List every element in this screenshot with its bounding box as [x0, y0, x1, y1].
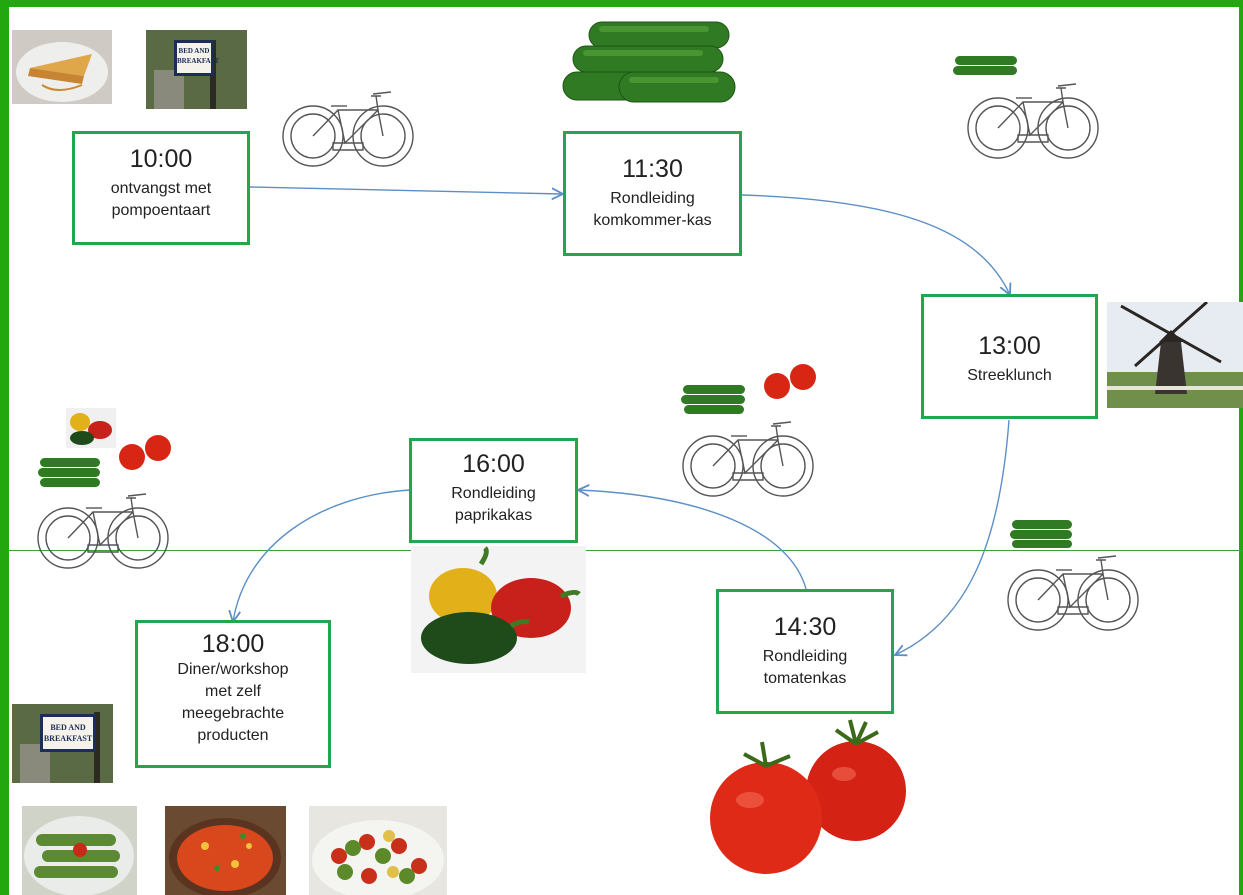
sign-text: BED AND — [50, 723, 86, 732]
box-desc-line: pompoentaart — [111, 202, 211, 219]
schedule-box-1300: 13:00 Streeklunch — [921, 294, 1098, 419]
schedule-box-1430: 14:30 Rondleiding tomatenkas — [716, 589, 894, 714]
sign-text: BED AND — [178, 47, 210, 55]
left-border — [0, 0, 9, 895]
pie-photo — [12, 30, 112, 104]
arrow-1600-to-1800 — [233, 489, 412, 622]
bicycle-icon — [682, 421, 814, 497]
top-border — [0, 0, 1243, 7]
box-desc-line: met zelf — [204, 683, 261, 700]
dish-photo-cucumber — [22, 806, 137, 895]
arrow-1130-to-1300 — [741, 194, 1010, 295]
box-time: 18:00 — [201, 630, 265, 658]
cucumbers-photo — [559, 16, 737, 112]
bicycle-icon — [967, 83, 1099, 159]
arrow-1430-to-1600 — [578, 490, 807, 590]
bicycle-icon — [1007, 555, 1139, 631]
right-border — [1239, 0, 1243, 895]
box-desc-line: Rondleiding — [451, 485, 536, 502]
tomato-icon — [119, 364, 816, 470]
bed-and-breakfast-photo: BED AND BREAKFAST — [12, 704, 113, 783]
box-time: 16:00 — [462, 450, 525, 478]
tomatoes-photo — [706, 716, 912, 876]
schedule-box-1130: 11:30 Rondleiding komkommer-kas — [563, 131, 742, 256]
cucumber-icon — [38, 56, 1072, 548]
sign-text: BREAKFAST — [43, 734, 93, 743]
schedule-box-1000: 10:00 ontvangst met pompoentaart — [72, 131, 250, 245]
pepper-icon — [421, 546, 581, 664]
box-time: 10:00 — [129, 145, 193, 173]
arrow-1000-to-1130 — [249, 186, 563, 194]
cucumber-icon — [562, 21, 736, 103]
bicycle-icon — [282, 91, 414, 167]
schedule-box-1800: 18:00 Diner/workshop met zelf meegebrach… — [135, 620, 331, 768]
bicycle-icon — [37, 493, 169, 569]
windmill-photo — [1107, 302, 1243, 408]
box-desc-line: producten — [197, 727, 269, 744]
dish-photo-ratatouille — [309, 806, 447, 895]
box-desc-line: komkommer-kas — [593, 212, 712, 229]
box-desc-line: Diner/workshop — [177, 661, 289, 678]
sign-text: BREAKFAST — [177, 57, 220, 65]
arrow-1300-to-1430 — [895, 419, 1010, 655]
box-desc-line: ontvangst met — [110, 180, 212, 197]
dish-photo-stew — [165, 806, 286, 895]
box-desc-line: Rondleiding — [610, 190, 695, 207]
pepper-icon — [66, 408, 116, 448]
divider-line — [9, 550, 1243, 551]
peppers-photo — [411, 546, 586, 673]
schedule-box-1600: 16:00 Rondleiding paprikakas — [409, 438, 578, 543]
box-time: 13:00 — [978, 332, 1041, 360]
pie-icon — [16, 42, 108, 102]
box-desc-line: Rondleiding — [762, 648, 848, 665]
bed-and-breakfast-photo: BED AND BREAKFAST — [146, 30, 247, 109]
box-desc-line: meegebrachte — [181, 705, 285, 722]
box-desc-line: paprikakas — [454, 507, 533, 524]
windmill-icon — [1107, 302, 1243, 408]
box-desc-line: Streeklunch — [967, 367, 1052, 384]
tomato-icon — [710, 719, 906, 874]
box-desc-line: tomatenkas — [763, 670, 847, 687]
box-time: 14:30 — [773, 613, 837, 641]
box-time: 11:30 — [622, 155, 683, 183]
